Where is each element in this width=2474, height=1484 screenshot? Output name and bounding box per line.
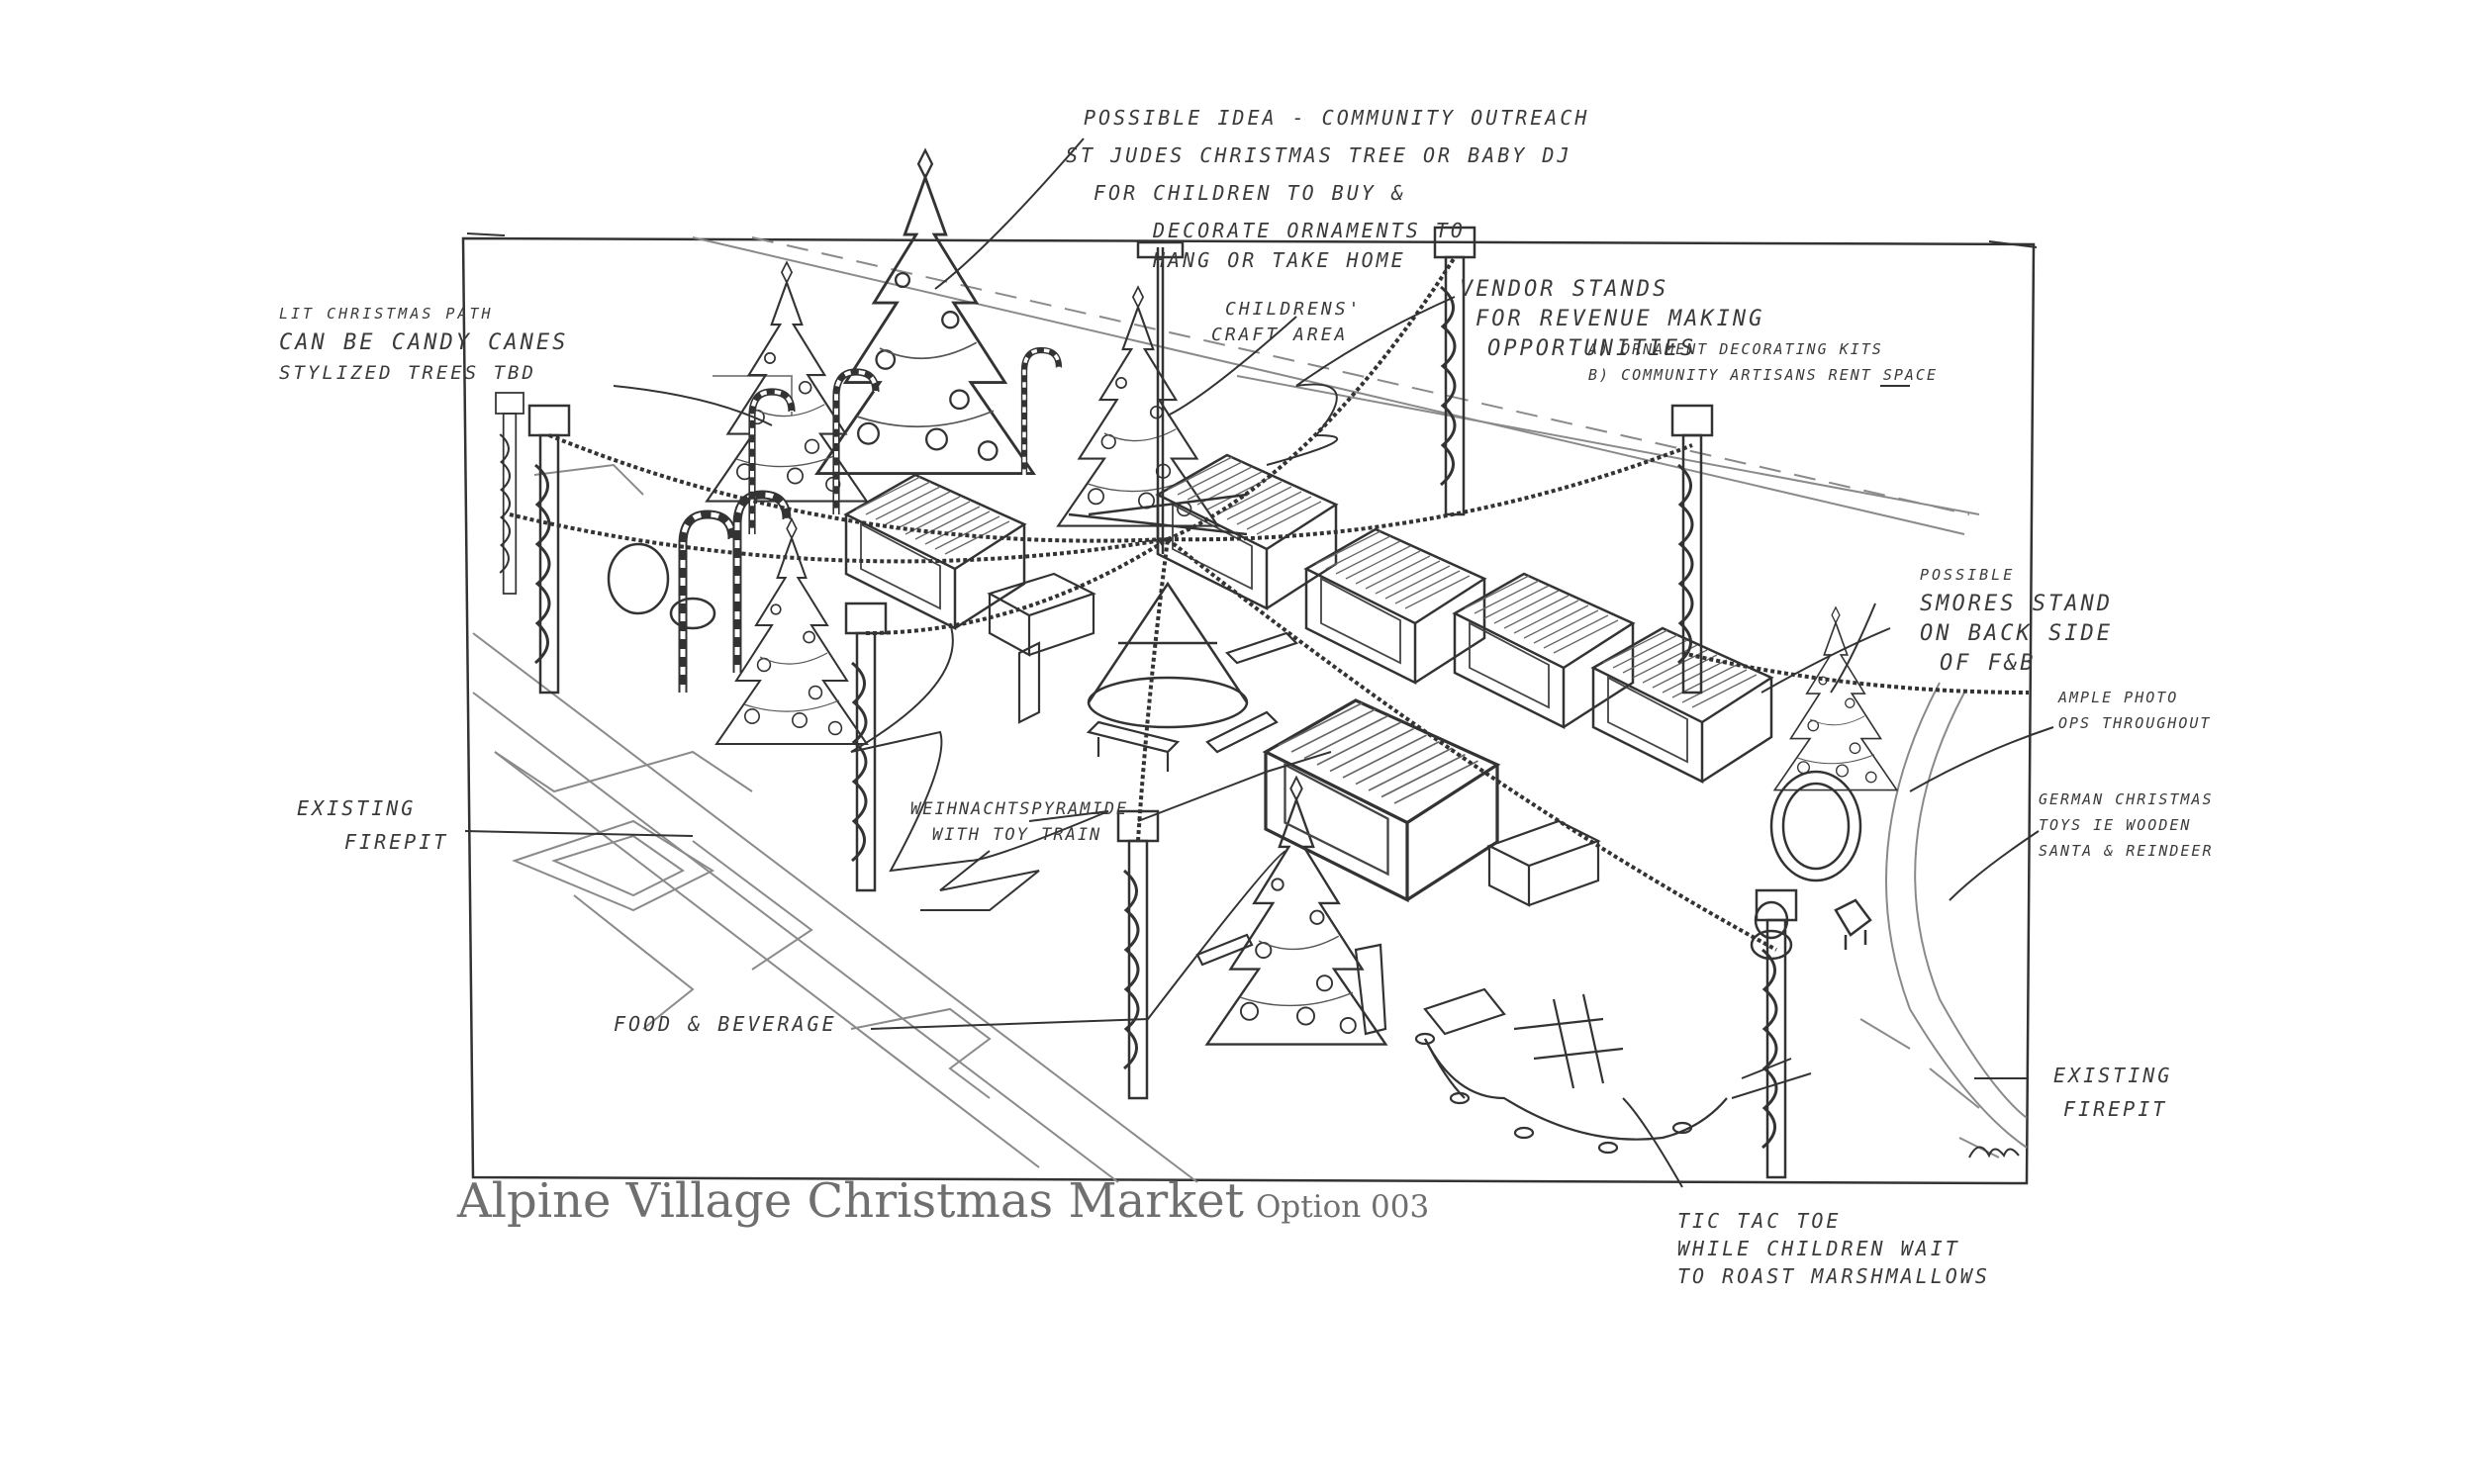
note-line: SANTA & REINDEER (2039, 842, 2214, 860)
note-existing-firepit-right: EXISTING FIREPIT (2053, 1059, 2172, 1126)
note-vendor-options: a) ORNAMENT DECORATING KITS b) COMMUNITY… (1588, 336, 1938, 388)
note-line: ON BACK SIDE (1920, 621, 2113, 646)
note-line: CHILDRENS' (1225, 299, 1363, 320)
note-line: OF F&B (1940, 651, 2037, 676)
title-main: Alpine Village Christmas Market (457, 1173, 1244, 1229)
note-line: TO ROAST MARSHMALLOWS (1677, 1264, 1990, 1288)
note-food-beverage: FOOD & BEVERAGE (614, 1007, 837, 1041)
note-line: a) ORNAMENT DECORATING KITS (1588, 340, 1883, 358)
note-line: TOYS IE WOODEN (2039, 816, 2192, 834)
note-line: WHILE CHILDREN WAIT (1677, 1237, 1960, 1260)
note-line: POSSIBLE (1920, 566, 2016, 584)
note-line: FOR REVENUE MAKING (1475, 307, 1765, 331)
note-smores-stand: POSSIBLE SMORES STAND ON BACK SIDE OF F&… (1920, 560, 2113, 679)
note-weihnachtspyramide: WEIHNACHTSPYRAMIDE WITH TOY TRAIN (910, 796, 1128, 848)
note-existing-firepit-left: EXISTING FIREPIT (297, 791, 448, 859)
note-line: HANG OR TAKE HOME (1153, 248, 1406, 272)
note-line: SMORES STAND (1920, 592, 2113, 616)
title-option: Option 003 (1255, 1189, 1430, 1225)
note-line: CRAFT AREA (1211, 325, 1349, 345)
note-line: WEIHNACHTSPYRAMIDE (910, 799, 1129, 819)
note-line: DECORATE ORNAMENTS TO (1153, 219, 1466, 242)
note-line: TIC TAC TOE (1677, 1209, 1842, 1233)
note-line: VENDOR STANDS (1460, 277, 1669, 302)
note-line: FIREPIT (344, 830, 449, 854)
note-line: FIREPIT (2063, 1097, 2168, 1121)
note-tic-tac-toe: TIC TAC TOE WHILE CHILDREN WAIT TO ROAST… (1677, 1207, 1990, 1290)
note-vendor-stands: VENDOR STANDS FOR REVENUE MAKING OPPORTU… (1460, 275, 1764, 364)
note-line: POSSIBLE IDEA - COMMUNITY OUTREACH (1084, 106, 1590, 130)
note-line: FOR CHILDREN TO BUY & (1094, 181, 1406, 205)
note-line: EXISTING (2053, 1064, 2173, 1087)
note-line: EXISTING (297, 796, 417, 820)
drawing-title: Alpine Village Christmas Market Option 00… (457, 1173, 1429, 1229)
note-line: FOOD & BEVERAGE (614, 1012, 837, 1036)
note-line: STYLIZED TREES TBD (279, 362, 536, 384)
note-photo-ops: AMPLE PHOTO OPS THROUGHOUT (2058, 685, 2211, 736)
note-christmas-path: LIT CHRISTMAS PATH CAN BE CANDY CANES ST… (279, 299, 568, 388)
note-line: GERMAN CHRISTMAS (2039, 790, 2214, 808)
note-line: OPS THROUGHOUT (2058, 714, 2212, 732)
note-community-outreach: POSSIBLE IDEA - COMMUNITY OUTREACH ST JU… (1066, 99, 1590, 279)
note-line: AMPLE PHOTO (2058, 689, 2179, 706)
note-line: OPPORTUNITIES (1487, 336, 1697, 361)
note-line: WITH TOY TRAIN (932, 825, 1102, 845)
note-craft-area: CHILDRENS' CRAFT AREA (1211, 297, 1363, 348)
note-line: ST JUDES CHRISTMAS TREE OR BABY DJ (1066, 143, 1572, 167)
note-line: CAN BE CANDY CANES (279, 330, 569, 355)
note-line: LIT CHRISTMAS PATH (279, 305, 494, 323)
note-line: b) COMMUNITY ARTISANS RENT SPACE (1588, 366, 1938, 384)
note-german-toys: GERMAN CHRISTMAS TOYS IE WOODEN SANTA & … (2039, 787, 2214, 864)
